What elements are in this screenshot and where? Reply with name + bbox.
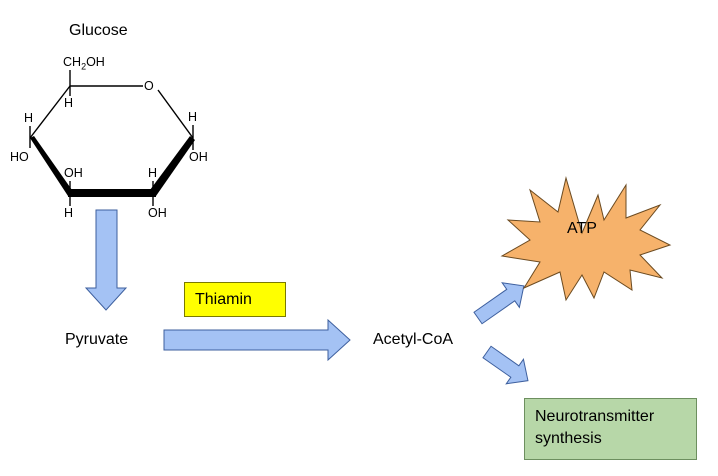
glucose-ring [29,70,194,206]
atp-label: ATP [567,220,597,237]
acetyl-coa-label: Acetyl-CoA [373,331,454,348]
c4-h-label: H [24,111,34,125]
c3-h-label: H [64,206,74,220]
c3-oh-label: OH [64,166,83,180]
ring-oxygen-label: O [144,79,154,93]
atp-starburst [500,176,672,302]
thiamin-label: Thiamin [195,291,252,308]
neurotransmitter-box: Neurotransmitter synthesis [524,398,697,460]
pyruvate-label: Pyruvate [65,331,129,348]
glucose-title: Glucose [69,22,128,39]
neuro-label-line2: synthesis [535,430,602,447]
neuro-label-line1: Neurotransmitter [535,408,655,425]
glucose-bold-bonds [30,136,195,197]
arrow-acetylcoa-to-atp [473,282,525,325]
arrow-pyruvate-to-acetylcoa [163,318,351,362]
c2-h-label: H [148,166,158,180]
c4-ho-label: HO [10,150,29,164]
arrow-acetylcoa-to-neuro [482,345,529,385]
c1-oh-label: OH [189,150,208,164]
arrow-glucose-to-pyruvate [84,209,128,311]
ch2oh-label: CH2OH [63,55,105,72]
c5-h-label: H [64,96,74,110]
c1-h-label: H [188,110,198,124]
thiamin-box: Thiamin [184,282,286,317]
c2-oh-label: OH [148,206,167,220]
